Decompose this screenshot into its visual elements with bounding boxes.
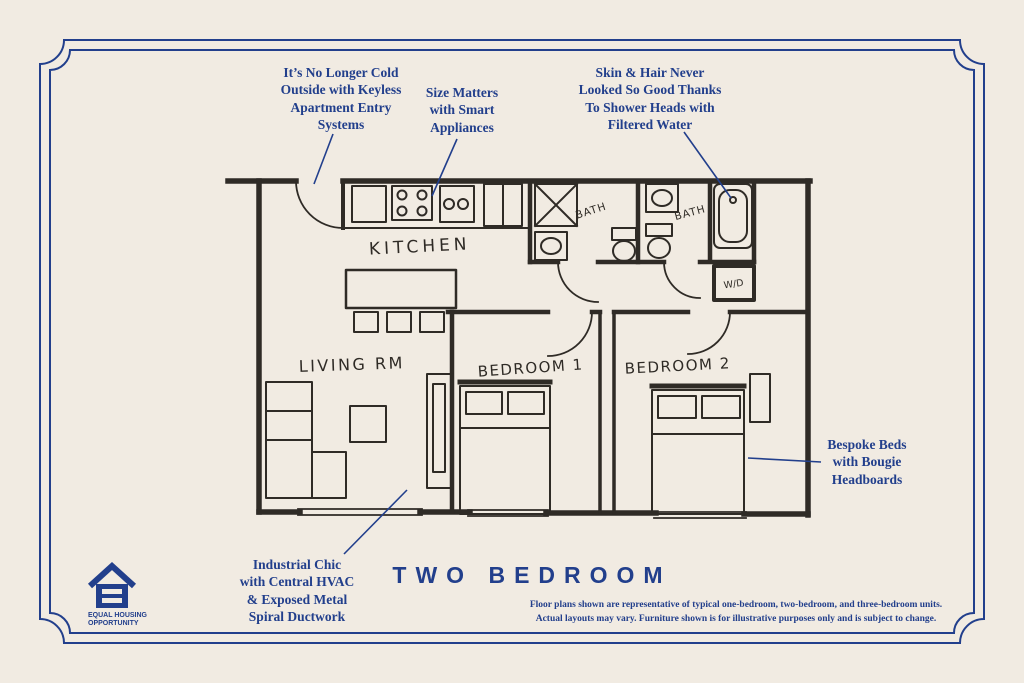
bath1-door-arc xyxy=(557,261,599,303)
stove xyxy=(391,185,433,221)
room-labels: KITCHEN LIVING RM BEDROOM 1 BEDROOM 2 BA… xyxy=(298,201,744,381)
tv-console xyxy=(426,373,454,489)
leader-line-hvac xyxy=(343,489,408,555)
bath1-sink xyxy=(534,231,568,261)
bath1-fixtures xyxy=(533,182,637,262)
equal-housing-logo: EQUAL HOUSING OPPORTUNITY xyxy=(87,561,148,627)
bathtub xyxy=(713,183,753,249)
living-room-furniture xyxy=(265,373,454,499)
pillow xyxy=(465,391,503,415)
eho-equal-bar xyxy=(102,598,122,603)
window-living xyxy=(297,508,423,516)
frame-inner-line xyxy=(49,49,975,634)
kitchen-fixtures xyxy=(344,183,529,333)
pillow xyxy=(657,395,697,419)
shower xyxy=(533,182,579,228)
frame-outer-line xyxy=(39,39,985,644)
leader-line-shower xyxy=(683,131,732,199)
nightstand xyxy=(749,373,771,423)
kitchen-island xyxy=(344,268,458,310)
island-stool xyxy=(353,311,379,333)
note-keyless-entry: It’s No Longer Cold Outside with Keyless… xyxy=(280,65,402,132)
disclaimer-text: Floor plans shown are representative of … xyxy=(529,600,943,625)
note-smart-appliances: Size Matters with Smart Appliances xyxy=(425,85,499,135)
decorative-frame xyxy=(39,39,985,644)
leader-line-entry xyxy=(313,133,334,185)
room-label-kitchen: KITCHEN xyxy=(368,234,471,259)
entry-door-arc xyxy=(295,180,344,229)
note-bespoke-beds: Bespoke Beds with Bougie Headboards xyxy=(827,437,907,487)
bath2-toilet xyxy=(645,223,673,259)
coffee-table xyxy=(349,405,387,443)
door-arcs xyxy=(295,180,731,357)
pillow xyxy=(701,395,741,419)
washer-dryer-closet xyxy=(712,264,756,302)
windows xyxy=(297,508,747,519)
bath2-door-arc xyxy=(663,261,701,299)
room-label-bedroom1: BEDROOM 1 xyxy=(477,355,584,380)
island-stool xyxy=(386,311,412,333)
fridge xyxy=(483,183,523,227)
room-label-washer-dryer: W/D xyxy=(723,278,744,292)
eho-label-line2: OPPORTUNITY xyxy=(88,620,139,627)
bath2-fixtures xyxy=(645,183,753,259)
eho-house-roof xyxy=(87,561,137,589)
floor-plan: KITCHEN LIVING RM BEDROOM 1 BEDROOM 2 BA… xyxy=(225,178,813,519)
bed-1 xyxy=(457,379,553,515)
room-label-bedroom2: BEDROOM 2 xyxy=(624,354,731,378)
kitchen-sink xyxy=(439,185,475,223)
leader-lines xyxy=(313,131,822,555)
bed-2 xyxy=(649,373,771,515)
room-label-bath1: BATH xyxy=(574,201,608,222)
sofa xyxy=(265,381,347,499)
leader-line-beds xyxy=(747,457,822,463)
room-label-living: LIVING RM xyxy=(298,353,405,376)
eho-equal-bar xyxy=(102,589,122,594)
interior-walls xyxy=(341,178,811,515)
leader-line-appliances xyxy=(431,138,458,197)
island-stool xyxy=(419,311,445,333)
bedroom1-door-arc xyxy=(547,311,593,357)
bath2-sink xyxy=(645,183,679,213)
bath1-toilet xyxy=(611,227,637,262)
eho-house-body xyxy=(96,584,128,608)
note-hvac-ductwork: Industrial Chic with Central HVAC & Expo… xyxy=(239,557,355,624)
window-bedroom1 xyxy=(467,509,549,517)
eho-label-line1: EQUAL HOUSING xyxy=(88,612,148,619)
plan-title: TWO BEDROOM xyxy=(392,562,672,588)
pillow xyxy=(507,391,545,415)
bedroom2-door-arc xyxy=(687,311,731,355)
note-shower-heads: Skin & Hair Never Looked So Good Thanks … xyxy=(578,65,722,132)
window-bedroom2 xyxy=(653,511,747,519)
exterior-walls xyxy=(225,178,813,518)
dishwasher xyxy=(351,185,387,223)
